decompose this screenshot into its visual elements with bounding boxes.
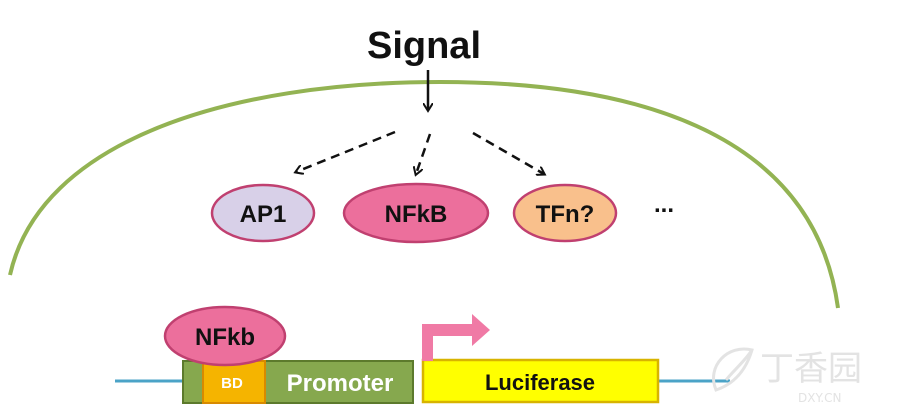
- promoter-label: Promoter: [287, 370, 394, 397]
- binding-domain: [202, 360, 266, 404]
- arrow-to-tfn: [472, 131, 544, 174]
- watermark-text: 丁香园: [760, 349, 862, 389]
- arrow-to-ap1: [296, 130, 396, 172]
- watermark-leaf-icon: [712, 347, 754, 392]
- arrow-to-nfkb: [416, 133, 432, 174]
- factor-nfkb: NFkB: [342, 182, 490, 244]
- factor-tfn-label: TFn?: [536, 201, 595, 228]
- signal-label: Signal: [367, 25, 481, 67]
- watermark-logo: 丁香园 DXY.CN: [712, 347, 862, 405]
- factor-tfn: TFn?: [512, 183, 618, 243]
- factor-ap1-label: AP1: [240, 201, 287, 228]
- watermark-subtext: DXY.CN: [798, 391, 842, 405]
- luciferase-label: Luciferase: [485, 370, 595, 395]
- binding-domain-label: BD: [221, 375, 243, 392]
- transcription-start-arrow: [422, 314, 490, 361]
- luciferase-block: [421, 358, 660, 404]
- factor-ap1: AP1: [210, 183, 316, 243]
- cell-membrane: [8, 79, 840, 309]
- bound-nfkb-label: NFkb: [195, 324, 255, 351]
- factor-nfkb-label: NFkB: [385, 201, 448, 228]
- bound-nfkb: NFkb: [163, 305, 287, 367]
- more-factors-ellipsis: ...: [654, 191, 674, 218]
